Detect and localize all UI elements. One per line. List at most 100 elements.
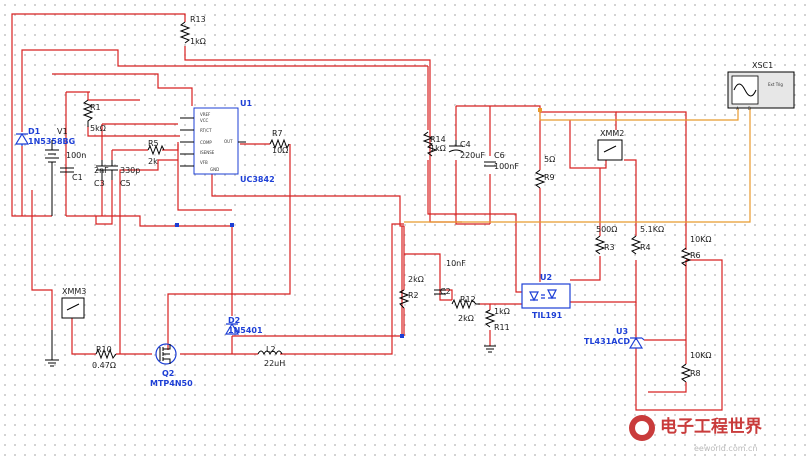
junctions: [175, 108, 542, 338]
c6-value: 100nF: [494, 162, 519, 171]
resistor-r13[interactable]: R13 1kΩ: [179, 15, 206, 46]
c5-ref: C5: [120, 179, 131, 188]
r3-ref: R3: [604, 243, 615, 252]
xmm3-ref: XMM3: [62, 287, 86, 296]
v1-ref: V1: [57, 127, 68, 136]
r3-value: 500Ω: [596, 225, 617, 234]
u1-pin-rtct: RT/CT: [200, 128, 212, 133]
l2-ref: L2: [266, 345, 276, 354]
capacitor-c6[interactable]: C6 100nF: [484, 151, 519, 171]
resistor-r2[interactable]: 2kΩ R2: [398, 275, 424, 309]
r10-value: 0.47Ω: [92, 361, 116, 370]
watermark-logo: 电子工程世界 eeworld.com.cn: [629, 415, 762, 453]
r14-ref: R14: [430, 135, 446, 144]
r5-ref: R5: [148, 139, 159, 148]
c2-ref: C2: [440, 287, 451, 296]
c6-ref: C6: [494, 151, 505, 160]
multimeter-xmm2[interactable]: XMM2: [597, 129, 624, 161]
d2-value: 1N5401: [228, 326, 263, 335]
resistor-r1[interactable]: R1 5kΩ: [82, 99, 106, 133]
u3-value: TL431ACD: [584, 337, 630, 346]
r2-value: 2kΩ: [408, 275, 424, 284]
xsc1-ch-a: A: [736, 106, 739, 111]
c3-ref: C3: [94, 179, 105, 188]
resistor-r7[interactable]: R7 10Ω: [269, 129, 290, 155]
ic-u1[interactable]: VREF VCC RT/CT OUT COMP ISENSE VFB GND U…: [180, 99, 275, 184]
q2-ref: Q2: [162, 369, 174, 378]
shunt-regulator-u3[interactable]: U3 TL431ACD: [584, 327, 645, 349]
r6-ref: R6: [690, 251, 701, 260]
resistor-r12[interactable]: R12 2kΩ: [451, 295, 480, 323]
u1-pin-vfb: VFB: [200, 160, 208, 165]
capacitor-c2[interactable]: 10nF C2: [434, 259, 466, 296]
u1-pin-comp: COMP: [200, 140, 212, 145]
inductor-l2[interactable]: L2 22uH: [257, 345, 285, 368]
r14-value: 1kΩ: [430, 144, 446, 153]
u1-pin-isense: ISENSE: [200, 150, 215, 155]
u2-ref: U2: [540, 273, 552, 282]
r5-value: 2k: [148, 157, 158, 166]
r6-value: 10KΩ: [690, 235, 712, 244]
d1-ref: D1: [28, 127, 41, 136]
resistor-r3[interactable]: 500Ω R3: [594, 225, 617, 255]
diode-d2[interactable]: D2 1N5401: [224, 316, 263, 335]
c2-value: 10nF: [446, 259, 466, 268]
r12-ref: R12: [460, 295, 476, 304]
r8-value: 10KΩ: [690, 351, 712, 360]
u1-pin-out: OUT: [224, 139, 233, 144]
r2-ref: R2: [408, 291, 419, 300]
scope-wires: [404, 108, 751, 223]
r9-value: 5Ω: [544, 155, 555, 164]
c1-value: 100n: [66, 151, 86, 160]
capacitor-c5[interactable]: 330p C5: [106, 160, 140, 188]
r11-value: 1kΩ: [494, 307, 510, 316]
u1-pin-vcc: VCC: [200, 118, 209, 123]
resistor-r14[interactable]: R14 1kΩ: [422, 131, 446, 157]
resistor-r6[interactable]: 10KΩ R6: [680, 235, 712, 267]
c1-ref: C1: [72, 173, 83, 182]
r7-value: 10Ω: [272, 146, 288, 155]
c4-ref: C4: [460, 140, 471, 149]
capacitor-c4[interactable]: C4 220uF: [448, 140, 485, 160]
oscilloscope-xsc1[interactable]: Ext Trig XSC1 A B: [727, 61, 795, 111]
resistor-r8[interactable]: 10KΩ R8: [680, 351, 712, 383]
resistor-r9[interactable]: 5Ω R9: [534, 155, 555, 189]
r4-ref: R4: [640, 243, 651, 252]
xsc1-ext-trig: Ext Trig: [768, 82, 783, 87]
xsc1-ch-b: B: [748, 106, 751, 111]
multimeter-xmm3[interactable]: XMM3: [61, 287, 86, 319]
r8-ref: R8: [690, 369, 701, 378]
r12-value: 2kΩ: [458, 314, 474, 323]
wires: [11, 13, 723, 411]
u3-ref: U3: [616, 327, 628, 336]
watermark-url: eeworld.com.cn: [694, 444, 758, 453]
watermark-title: 电子工程世界: [660, 416, 762, 437]
u1-pin-vref: VREF: [200, 112, 211, 117]
u1-value: UC3842: [240, 175, 275, 184]
resistor-r5[interactable]: R5 2k: [147, 139, 165, 166]
r4-value: 5.1KΩ: [640, 225, 664, 234]
xsc1-ref: XSC1: [752, 61, 773, 70]
r1-value: 5kΩ: [90, 124, 106, 133]
ground-symbols: [45, 330, 496, 367]
resistor-r4[interactable]: 5.1KΩ R4: [630, 225, 664, 255]
q2-value: MTP4N50: [150, 379, 193, 388]
r13-value: 1kΩ: [190, 37, 206, 46]
capacitor-c1[interactable]: 100n C1: [60, 151, 86, 182]
r9-ref: R9: [544, 173, 555, 182]
capacitor-c3[interactable]: 2nF C3: [94, 160, 109, 188]
r13-ref: R13: [190, 15, 206, 24]
u1-ref: U1: [240, 99, 252, 108]
source-v1[interactable]: V1: [45, 127, 68, 216]
u1-pin-gnd: GND: [210, 167, 219, 172]
c3-value: 2nF: [94, 166, 109, 175]
resistor-r11[interactable]: 1kΩ R11: [484, 307, 510, 332]
xmm2-ref: XMM2: [600, 129, 624, 138]
r1-ref: R1: [90, 103, 101, 112]
c4-value: 220uF: [460, 151, 485, 160]
resistor-r10[interactable]: R10 0.47Ω: [92, 345, 117, 370]
optocoupler-u2[interactable]: U2 TIL191: [521, 273, 571, 320]
mosfet-q2[interactable]: Q2 MTP4N50: [150, 343, 193, 388]
r7-ref: R7: [272, 129, 283, 138]
